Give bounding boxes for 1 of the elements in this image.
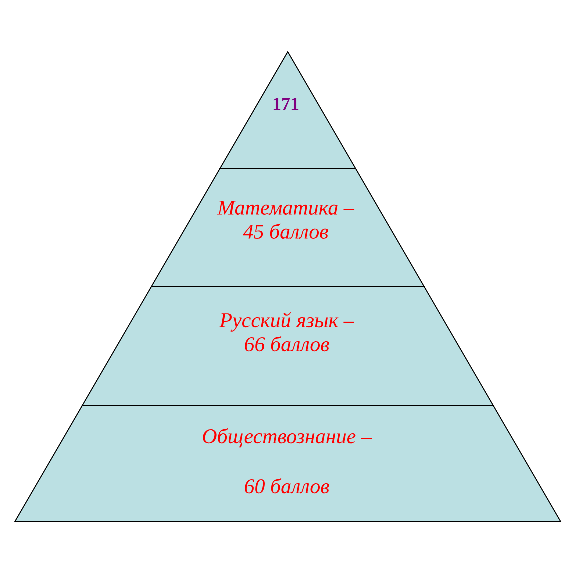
pyramid-tier: Русский язык – 66 баллов bbox=[82, 286, 494, 406]
